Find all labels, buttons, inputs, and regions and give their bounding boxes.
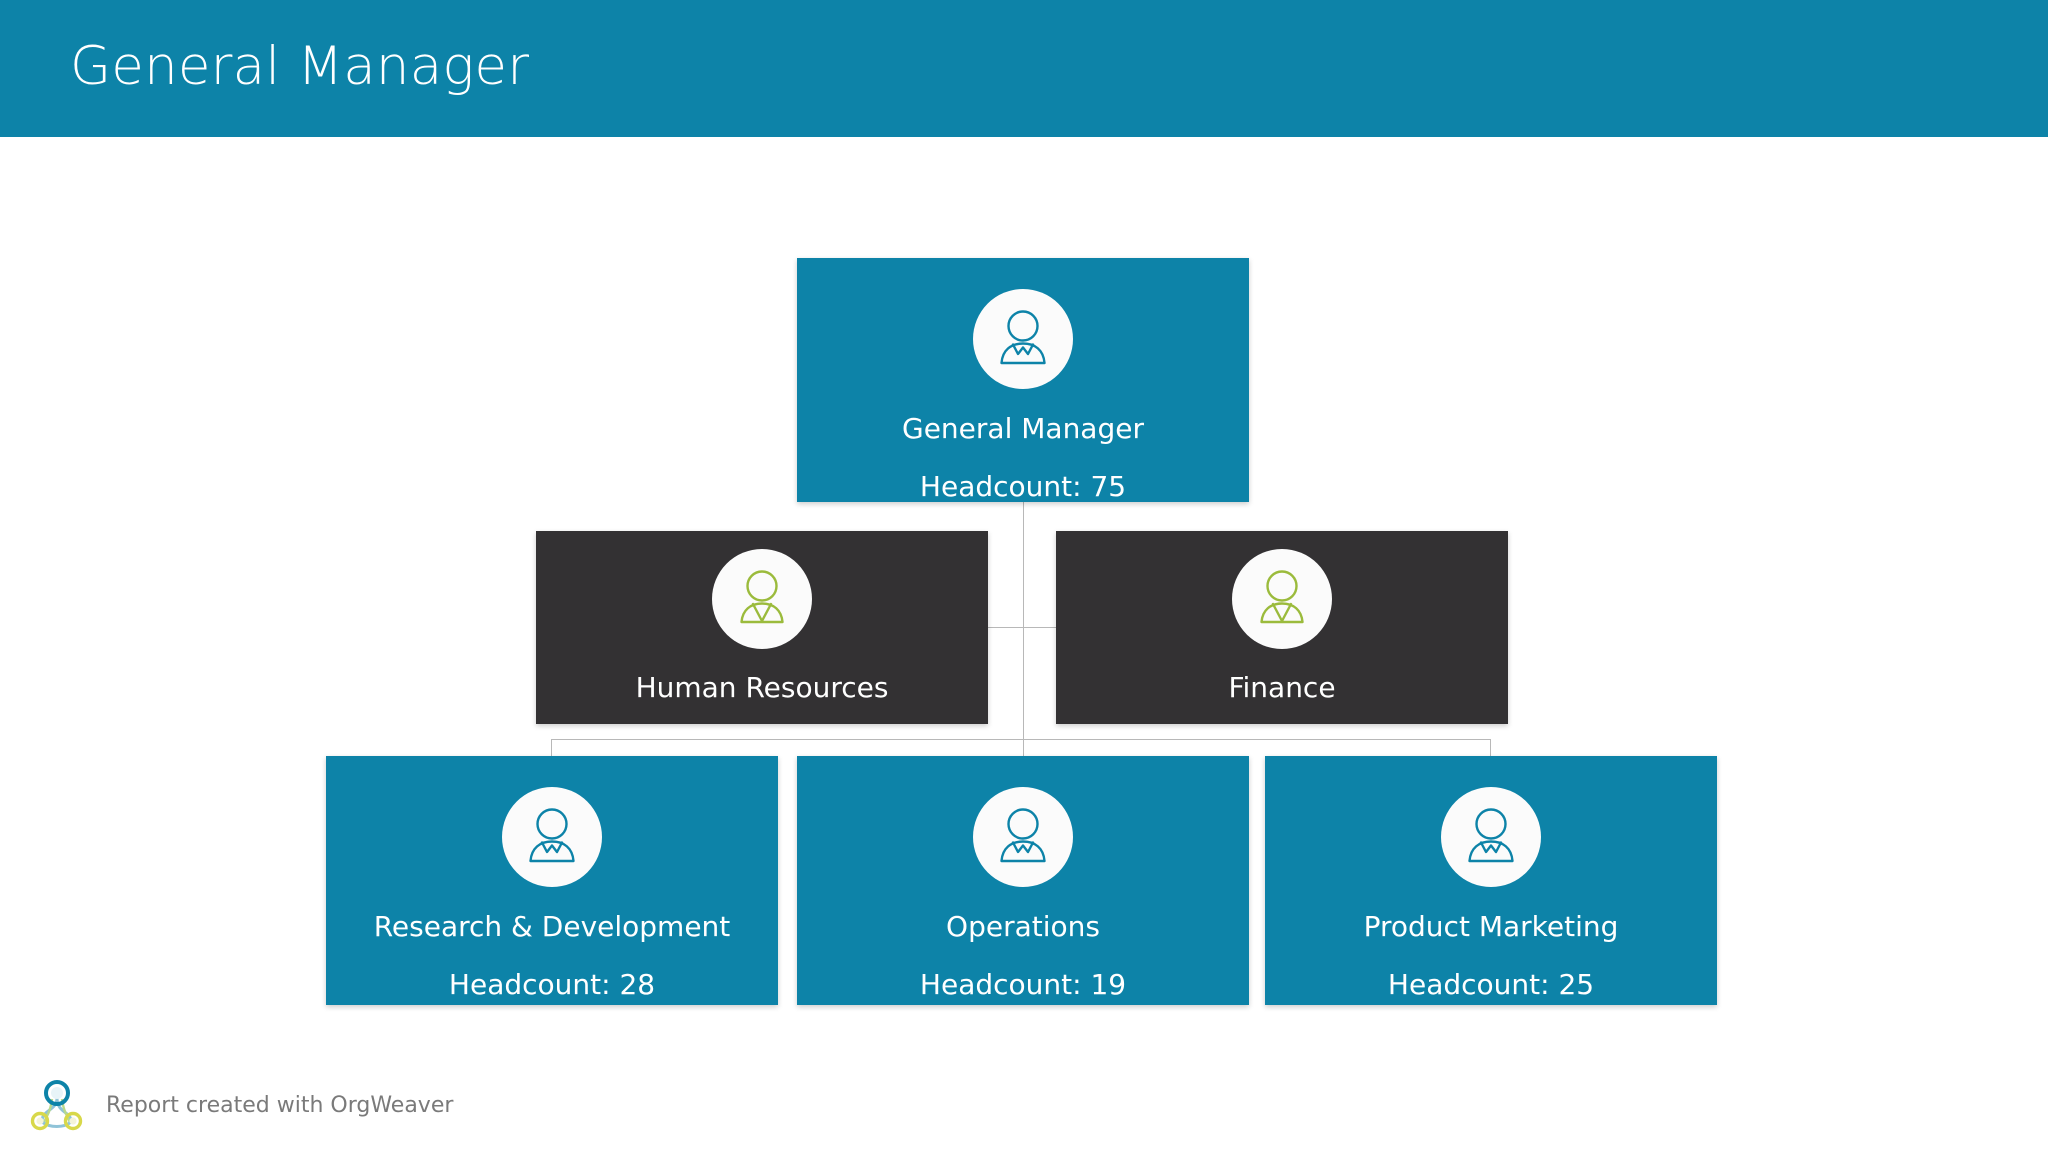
org-node-headcount: Headcount: 19 — [919, 968, 1127, 1001]
connector-drop-pm — [1490, 739, 1491, 756]
org-node-product-marketing[interactable]: Product Marketing Headcount: 25 — [1265, 756, 1717, 1005]
connector-child-bus — [551, 739, 1491, 740]
connector-drop-ops — [1023, 739, 1024, 756]
footer-attribution-text: Report created with OrgWeaver — [106, 1093, 454, 1118]
connector-root-spine — [1023, 502, 1024, 627]
org-node-title: General Manager — [902, 412, 1144, 445]
orgweaver-logo-icon — [26, 1076, 88, 1138]
page-title: General Manager — [70, 36, 530, 97]
avatar — [973, 787, 1073, 887]
org-node-headcount: Headcount: 28 — [448, 968, 656, 1001]
org-node-research-development[interactable]: Research & Development Headcount: 28 — [326, 756, 778, 1005]
org-node-general-manager[interactable]: General Manager Headcount: 75 — [797, 258, 1249, 503]
org-node-title: Finance — [1228, 671, 1336, 704]
avatar — [973, 289, 1073, 389]
person-icon — [1000, 808, 1046, 863]
avatar — [712, 549, 812, 649]
connector-spine-lower — [1023, 627, 1024, 756]
org-node-headcount: Headcount: 25 — [1387, 968, 1595, 1001]
avatar — [1232, 549, 1332, 649]
org-node-title: Research & Development — [373, 910, 731, 943]
avatar — [502, 787, 602, 887]
page-header: General Manager — [0, 0, 2048, 137]
org-node-title: Product Marketing — [1363, 910, 1619, 943]
person-icon — [1468, 808, 1514, 863]
avatar — [1441, 787, 1541, 887]
org-node-title: Human Resources — [635, 671, 889, 704]
org-node-finance[interactable]: Finance — [1056, 531, 1508, 724]
connector-drop-rd — [551, 739, 552, 756]
person-icon — [740, 570, 784, 624]
page-footer: Report created with OrgWeaver — [0, 1062, 2048, 1152]
person-icon — [1260, 570, 1304, 624]
org-node-headcount: Headcount: 75 — [919, 470, 1127, 503]
person-icon — [1000, 310, 1046, 365]
person-icon — [529, 808, 575, 863]
org-node-human-resources[interactable]: Human Resources — [536, 531, 988, 724]
org-node-operations[interactable]: Operations Headcount: 19 — [797, 756, 1249, 1005]
org-node-title: Operations — [946, 910, 1100, 943]
org-chart-canvas: General Manager Headcount: 75 Human Reso… — [0, 137, 2048, 1062]
